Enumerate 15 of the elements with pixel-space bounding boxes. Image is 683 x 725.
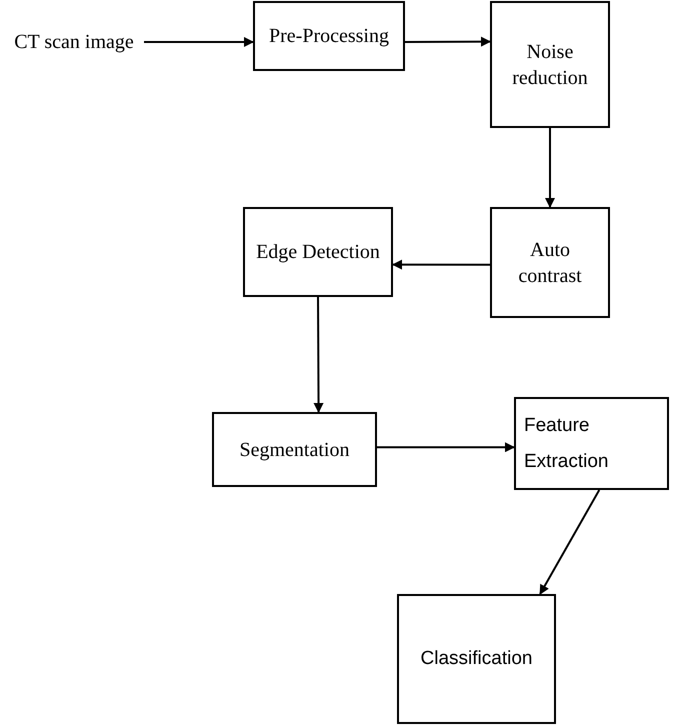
arrow	[392, 260, 490, 270]
arrow	[539, 490, 600, 595]
process-box: Feature Extraction	[514, 397, 669, 490]
arrow	[144, 36, 254, 47]
process-box: Pre-Processing	[253, 1, 405, 71]
input-label: CT scan image	[4, 28, 144, 56]
process-box: Edge Detection	[243, 207, 393, 297]
arrow	[377, 442, 515, 452]
arrow	[314, 297, 324, 413]
process-box: Segmentation	[212, 412, 377, 487]
process-box: Auto contrast	[490, 207, 610, 318]
arrow	[405, 36, 491, 47]
arrow	[545, 128, 555, 208]
process-box: Noise reduction	[490, 1, 610, 128]
process-box: Classification	[397, 594, 556, 724]
